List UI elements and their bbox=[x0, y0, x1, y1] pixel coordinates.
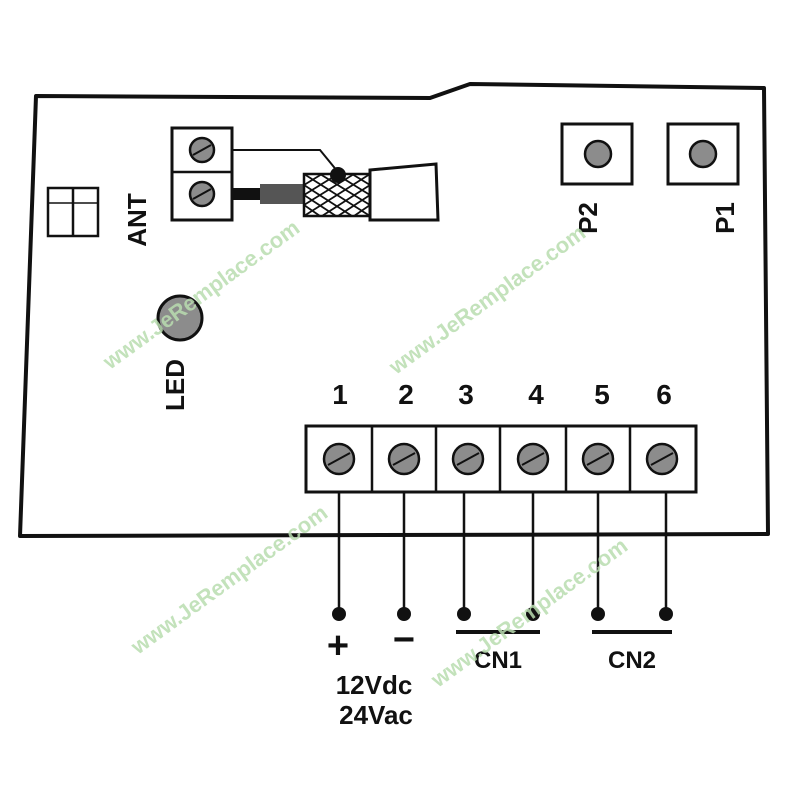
supply-voltage-ac: 24Vac bbox=[339, 700, 413, 730]
terminal-screw-6 bbox=[645, 442, 679, 476]
button-p1 bbox=[666, 122, 740, 186]
wire-end-points bbox=[332, 607, 673, 621]
wire-end-4 bbox=[526, 607, 540, 621]
cn1-label: CN1 bbox=[474, 647, 522, 674]
terminal-number-5: 5 bbox=[594, 379, 610, 410]
antenna-terminal-block bbox=[170, 126, 234, 222]
terminal-number-2: 2 bbox=[398, 379, 414, 410]
terminal-number-6: 6 bbox=[656, 379, 672, 410]
terminal-screw-2 bbox=[387, 442, 421, 476]
button-p2-label: P2 bbox=[573, 202, 603, 234]
antenna-label: ANT bbox=[122, 193, 152, 247]
minus-label: − bbox=[393, 619, 415, 661]
supply-voltage-dc: 12Vdc bbox=[336, 670, 413, 700]
button-p1-label: P1 bbox=[710, 202, 740, 234]
plus-label: + bbox=[327, 625, 349, 667]
antenna-screw-bottom bbox=[188, 180, 216, 208]
antenna-screw-top bbox=[188, 136, 216, 164]
terminal-screw-5 bbox=[581, 442, 615, 476]
terminal-strip bbox=[304, 424, 698, 494]
terminal-screw-4 bbox=[516, 442, 550, 476]
wire-end-3 bbox=[457, 607, 471, 621]
wire-end-1 bbox=[332, 607, 346, 621]
terminal-number-3: 3 bbox=[458, 379, 474, 410]
terminal-number-4: 4 bbox=[528, 379, 544, 410]
button-p2 bbox=[560, 122, 634, 186]
led-indicator bbox=[156, 294, 204, 342]
terminal-wires bbox=[337, 492, 668, 612]
terminal-screw-3 bbox=[451, 442, 485, 476]
led-label: LED bbox=[160, 359, 190, 411]
wire-end-5 bbox=[591, 607, 605, 621]
jumper-block bbox=[46, 186, 100, 238]
terminal-screw-1 bbox=[322, 442, 356, 476]
cn2-label: CN2 bbox=[608, 647, 656, 674]
terminal-numbers: 1 2 3 4 5 6 bbox=[332, 379, 672, 410]
terminal-number-1: 1 bbox=[332, 379, 348, 410]
coax-antenna-cable bbox=[232, 149, 440, 222]
wire-end-2 bbox=[397, 607, 411, 621]
wire-end-6 bbox=[659, 607, 673, 621]
